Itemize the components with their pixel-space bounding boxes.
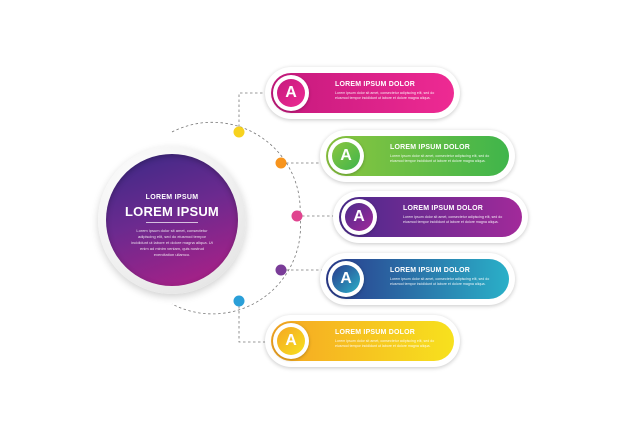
node-dot-3 <box>291 210 303 222</box>
step-text: Lorem ipsum dolor sit amet, consectetur … <box>390 277 490 286</box>
node-dot-4 <box>275 264 287 276</box>
step-card-5: A LOREM IPSUM DOLOR Lorem ipsum dolor si… <box>265 315 460 367</box>
step-text: Lorem ipsum dolor sit amet, consectetur … <box>390 154 490 163</box>
hub-title: LOREM IPSUM <box>125 204 219 219</box>
step-badge: A <box>328 261 364 297</box>
step-badge-letter: A <box>277 79 305 107</box>
step-card-4: A LOREM IPSUM DOLOR Lorem ipsum dolor si… <box>320 253 515 305</box>
hub-core: LOREM IPSUM LOREM IPSUM Lorem ipsum dolo… <box>106 154 238 286</box>
step-bar: A LOREM IPSUM DOLOR Lorem ipsum dolor si… <box>326 136 509 176</box>
step-title: LOREM IPSUM DOLOR <box>390 267 471 274</box>
step-text: Lorem ipsum dolor sit amet, consectetur … <box>403 215 503 224</box>
step-bar: A LOREM IPSUM DOLOR Lorem ipsum dolor si… <box>271 73 454 113</box>
step-card-2: A LOREM IPSUM DOLOR Lorem ipsum dolor si… <box>320 130 515 182</box>
hub-body-text: Lorem ipsum dolor sit amet, consectetur … <box>131 228 213 257</box>
dashed-arc <box>171 121 301 217</box>
step-badge: A <box>273 323 309 359</box>
step-title: LOREM IPSUM DOLOR <box>335 81 416 88</box>
step-badge-letter: A <box>332 142 360 170</box>
hub-circle: LOREM IPSUM LOREM IPSUM Lorem ipsum dolo… <box>98 146 246 294</box>
connector-step-5 <box>238 301 268 343</box>
step-card-3: A LOREM IPSUM DOLOR Lorem ipsum dolor si… <box>333 191 528 243</box>
step-badge-letter: A <box>277 327 305 355</box>
step-bar: A LOREM IPSUM DOLOR Lorem ipsum dolor si… <box>326 259 509 299</box>
step-badge: A <box>341 199 377 235</box>
step-text: Lorem ipsum dolor sit amet, consectetur … <box>335 91 435 100</box>
step-bar: A LOREM IPSUM DOLOR Lorem ipsum dolor si… <box>271 321 454 361</box>
step-text: Lorem ipsum dolor sit amet, consectetur … <box>335 339 435 348</box>
step-badge: A <box>273 75 309 111</box>
step-bar: A LOREM IPSUM DOLOR Lorem ipsum dolor si… <box>339 197 522 237</box>
step-badge-letter: A <box>345 203 373 231</box>
connector-step-1 <box>238 92 268 132</box>
hub-divider <box>146 222 198 223</box>
step-card-1: A LOREM IPSUM DOLOR Lorem ipsum dolor si… <box>265 67 460 119</box>
step-title: LOREM IPSUM DOLOR <box>335 329 416 336</box>
step-title: LOREM IPSUM DOLOR <box>390 144 471 151</box>
node-dot-2 <box>275 157 287 169</box>
node-dot-1 <box>233 126 245 138</box>
step-badge: A <box>328 138 364 174</box>
step-badge-letter: A <box>332 265 360 293</box>
hub-subtitle: LOREM IPSUM <box>145 194 199 201</box>
dashed-arc <box>171 215 301 315</box>
node-dot-5 <box>233 295 245 307</box>
step-title: LOREM IPSUM DOLOR <box>403 205 484 212</box>
